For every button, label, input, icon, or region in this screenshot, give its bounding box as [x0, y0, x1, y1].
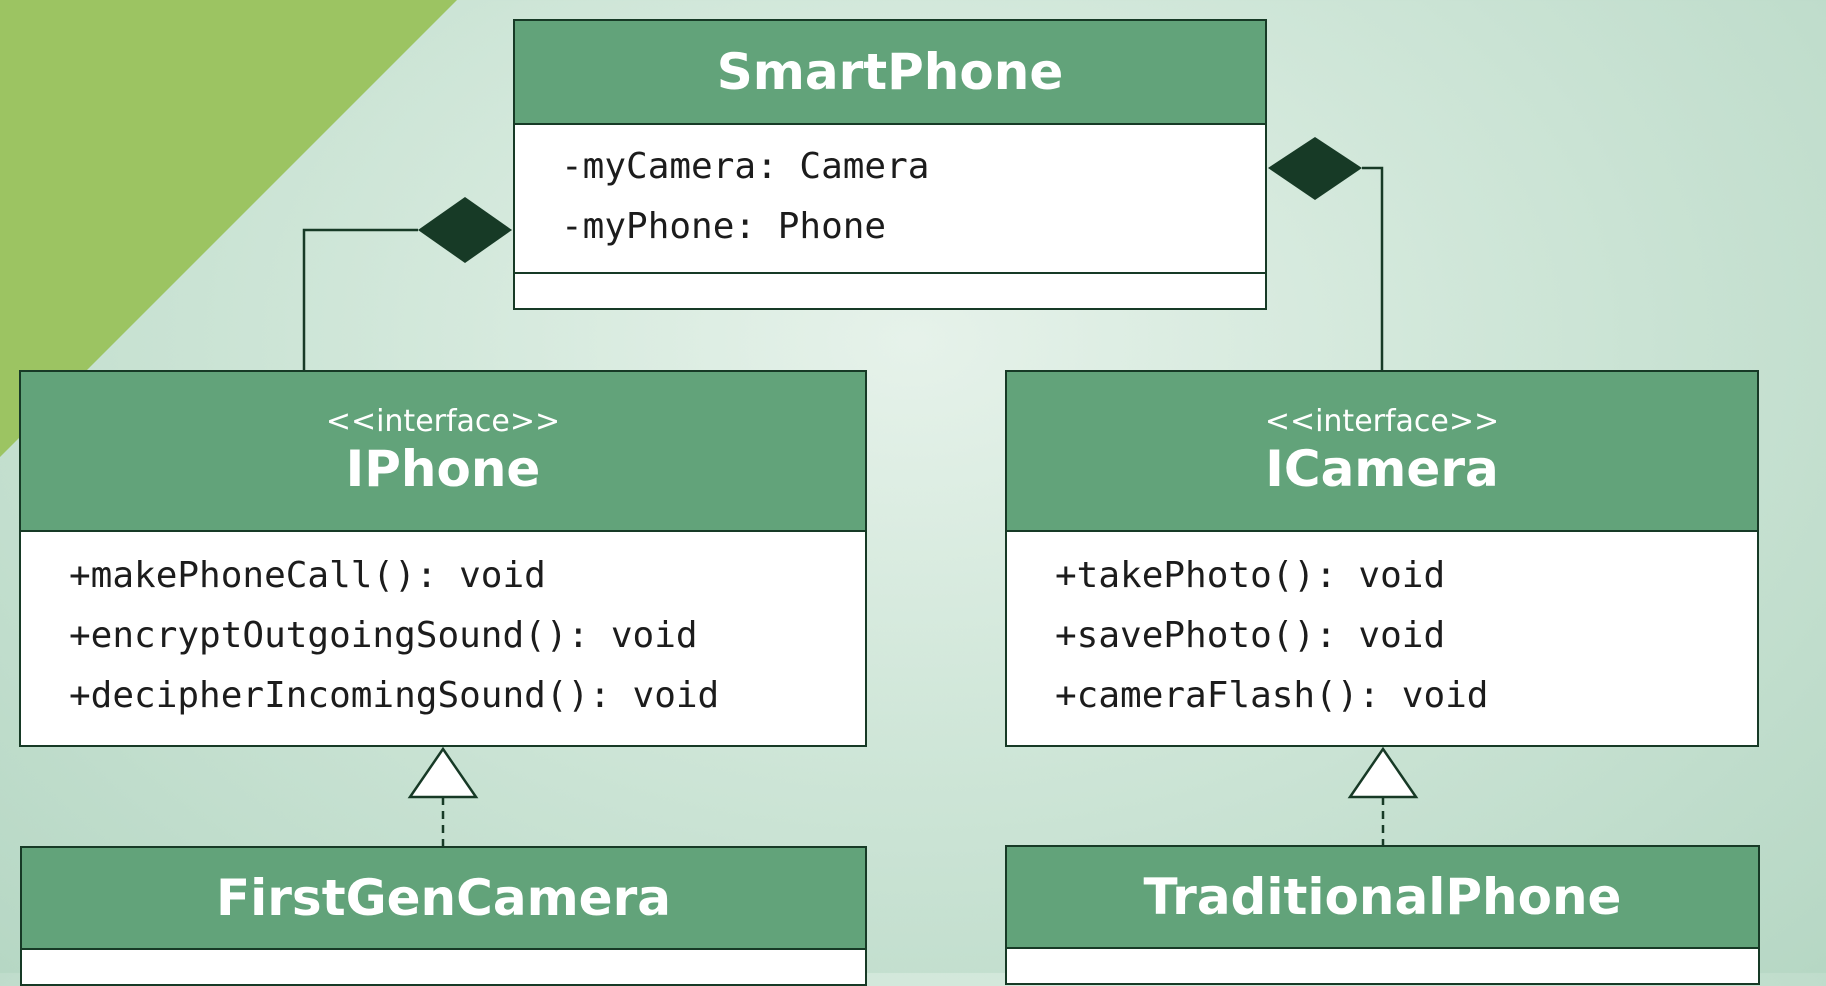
method: +decipherIncomingSound(): void: [69, 675, 720, 716]
class-name: SmartPhone: [716, 42, 1064, 101]
methods-section: +makePhoneCall(): void +encryptOutgoingS…: [21, 532, 865, 726]
class-header: TraditionalPhone: [1007, 847, 1758, 949]
class-name: ICamera: [1265, 440, 1499, 498]
operations-section: [515, 272, 1265, 310]
stereotype-label: <<interface>>: [325, 404, 561, 439]
composition-line-icamera: [1362, 166, 1384, 370]
class-smartphone: SmartPhone -myCamera: Camera -myPhone: P…: [513, 19, 1267, 310]
realization-arrow-iphone: [407, 746, 479, 799]
composition-diamond-icamera: [1268, 137, 1362, 200]
method: +takePhoto(): void: [1055, 555, 1446, 596]
class-header: <<interface>> ICamera: [1007, 372, 1757, 532]
interface-iphone: <<interface>> IPhone +makePhoneCall(): v…: [19, 370, 867, 747]
method: +cameraFlash(): void: [1055, 675, 1489, 716]
class-name: IPhone: [345, 440, 541, 498]
class-header: FirstGenCamera: [22, 848, 865, 950]
attribute: -myCamera: Camera: [561, 146, 930, 187]
class-name: TraditionalPhone: [1143, 867, 1622, 926]
methods-section: +takePhoto(): void +savePhoto(): void +c…: [1007, 532, 1757, 726]
attribute: -myPhone: Phone: [561, 206, 887, 247]
class-header: SmartPhone: [515, 21, 1265, 125]
class-header: <<interface>> IPhone: [21, 372, 865, 532]
interface-icamera: <<interface>> ICamera +takePhoto(): void…: [1005, 370, 1759, 747]
realization-arrow-icamera: [1347, 746, 1419, 799]
method: +makePhoneCall(): void: [69, 555, 546, 596]
class-firstgencamera: FirstGenCamera: [20, 846, 867, 986]
composition-line-iphone: [302, 228, 418, 370]
class-traditionalphone: TraditionalPhone: [1005, 845, 1760, 985]
stereotype-label: <<interface>>: [1264, 404, 1500, 439]
class-name: FirstGenCamera: [215, 868, 671, 927]
attributes-section: -myCamera: Camera -myPhone: Phone: [515, 125, 1265, 272]
composition-diamond-iphone: [418, 197, 512, 263]
method: +savePhoto(): void: [1055, 615, 1446, 656]
method: +encryptOutgoingSound(): void: [69, 615, 698, 656]
